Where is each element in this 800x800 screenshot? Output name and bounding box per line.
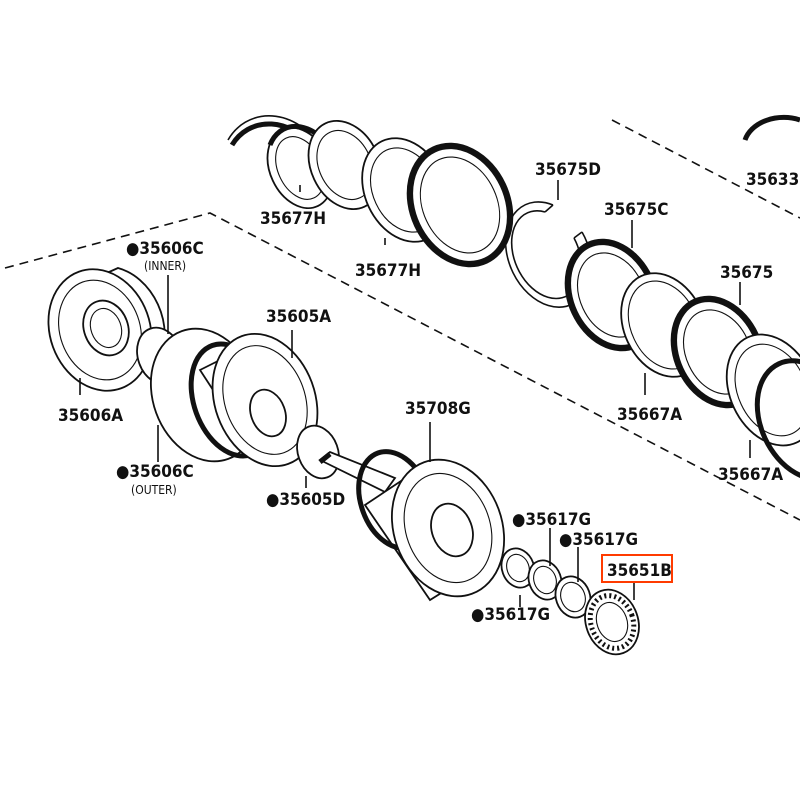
label-35617G-a[interactable]: ●35617G [512,510,591,530]
label-35606C-outer[interactable]: ●35606C [116,462,194,482]
label-35667A-b[interactable]: 35667A [718,465,783,485]
label-35708G[interactable]: 35708G [405,399,471,419]
gear-35605A [188,332,319,468]
label-35605D[interactable]: ●35605D [266,490,345,510]
assembly-boundaries [4,119,800,521]
drum-35606A [47,267,166,392]
label-35606C-inner-note: (INNER) [144,259,186,273]
leader-lines [79,180,751,607]
label-35633[interactable]: 35633 [746,170,799,190]
label-35675[interactable]: 35675 [720,263,773,283]
washer-35617G-2 [527,559,563,601]
top-clutch-pack [227,114,800,482]
bearing-35651B [584,588,640,656]
label-35617G-c[interactable]: ●35617G [471,605,550,625]
label-35605A[interactable]: 35605A [266,307,331,327]
drum-35708G [318,449,506,602]
label-35651B[interactable]: 35651B [607,561,672,581]
label-35667A-a[interactable]: 35667A [617,405,682,425]
label-35677H-b[interactable]: 35677H [355,261,421,281]
label-35606A[interactable]: 35606A [58,406,123,426]
label-35617G-b[interactable]: ●35617G [559,530,638,550]
label-35606C-outer-note: (OUTER) [131,483,177,497]
part-labels: ●35606C (INNER) 35606A ●35606C (OUTER) 3… [58,160,799,625]
washer-35617G-1 [500,547,536,589]
label-35675D[interactable]: 35675D [535,160,601,180]
label-35606C-inner[interactable]: ●35606C [126,239,204,259]
label-35677H-a[interactable]: 35677H [260,209,326,229]
washer-35617G-3 [554,575,592,619]
highlight-box [601,554,673,583]
label-35675C[interactable]: 35675C [604,200,668,220]
